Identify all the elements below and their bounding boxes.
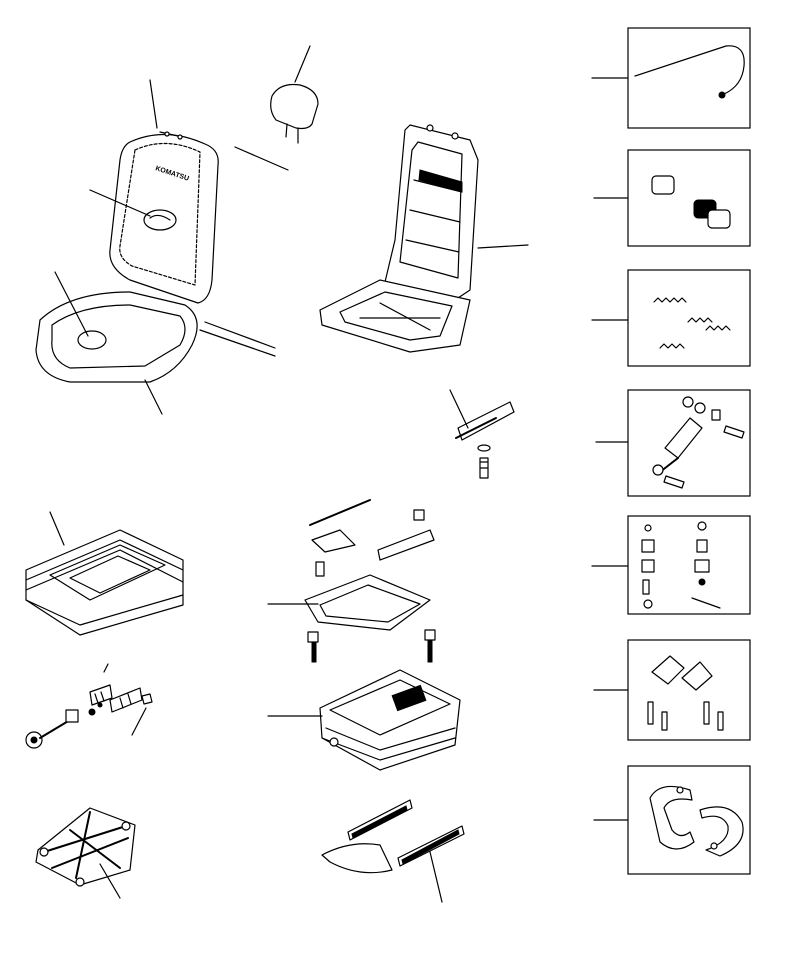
seat-back-frame <box>319 124 529 353</box>
slide-rails <box>321 799 465 903</box>
slide-lever <box>449 389 515 479</box>
suspension-linkage <box>35 807 136 899</box>
armrest-brackets <box>593 765 751 875</box>
headrest <box>234 45 319 171</box>
cushion-stops <box>593 149 751 247</box>
mounting-clips <box>593 639 751 741</box>
seat-back-cushion: KOMATSU <box>89 79 219 304</box>
tension-springs <box>591 269 751 367</box>
wire-harness <box>591 27 751 129</box>
shock-absorber <box>595 389 751 497</box>
adjuster-kit <box>25 663 153 749</box>
seat-cover <box>25 511 184 636</box>
seat-bracket <box>267 499 436 663</box>
suspension-assembly <box>267 669 461 771</box>
hardware-kit <box>591 515 751 615</box>
seat-cushion <box>35 271 276 415</box>
